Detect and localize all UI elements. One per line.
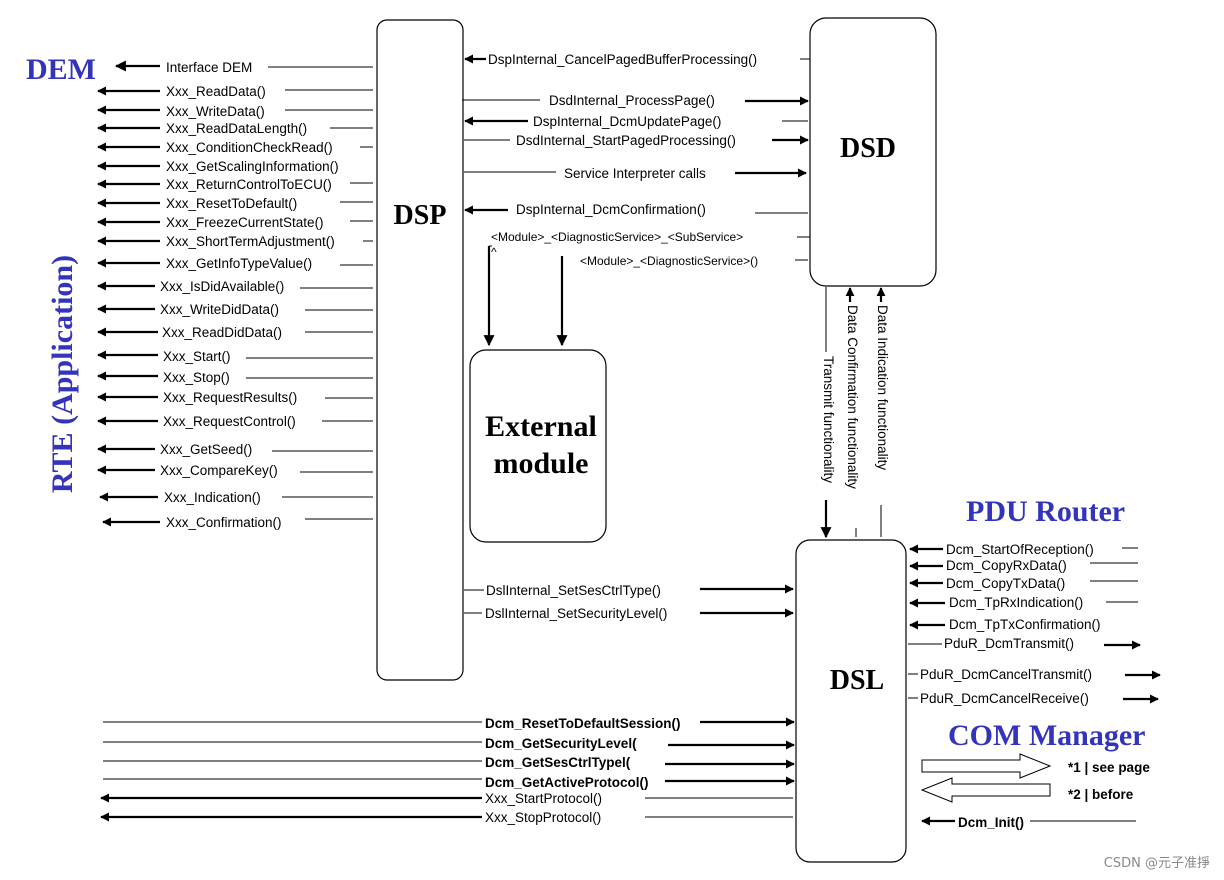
- call-compare-key: Xxx_CompareKey(): [160, 463, 278, 478]
- right-hollow-arrow-icon: [921, 753, 1052, 779]
- dsd-dsl-calls: Transmit functionality Data Confirmation…: [820, 287, 890, 539]
- call-indication: Xxx_Indication(): [164, 490, 261, 505]
- note-see-page: *1 | see page: [1068, 760, 1150, 775]
- dsd-box: [809, 17, 937, 287]
- call-pdur-dcm-cancel-transmit: PduR_DcmCancelTransmit(): [920, 667, 1092, 682]
- call-start-paged-processing: DsdInternal_StartPagedProcessing(): [516, 133, 736, 148]
- call-get-seed: Xxx_GetSeed(): [160, 442, 252, 457]
- call-return-control-to-ecu: Xxx_ReturnControlToECU(): [166, 177, 332, 192]
- call-start-protocol: Xxx_StartProtocol(): [485, 791, 602, 806]
- call-dcm-confirmation: DspInternal_DcmConfirmation(): [516, 202, 706, 217]
- data-indication-functionality: Data Indication functionality: [875, 305, 890, 470]
- external-module-box: [469, 349, 607, 543]
- call-start: Xxx_Start(): [163, 349, 231, 364]
- call-stop: Xxx_Stop(): [163, 370, 230, 385]
- call-copy-rx-data: Dcm_CopyRxData(): [946, 558, 1067, 573]
- call-condition-check-read: Xxx_ConditionCheckRead(): [166, 140, 333, 155]
- call-reset-to-default-session: Dcm_ResetToDefaultSession(): [485, 716, 681, 731]
- external-module-title-line2: module: [493, 447, 588, 480]
- dsl-title: DSL: [830, 665, 884, 696]
- call-confirmation: Xxx_Confirmation(): [166, 515, 282, 530]
- bottom-calls: Dcm_ResetToDefaultSession() Dcm_GetSecur…: [100, 716, 795, 825]
- call-get-active-protocol: Dcm_GetActiveProtocol(): [485, 775, 649, 790]
- call-dcm-update-page: DspInternal_DcmUpdatePage(): [533, 114, 721, 129]
- call-tp-tx-confirmation: Dcm_TpTxConfirmation(): [949, 617, 1101, 632]
- call-read-did-data: Xxx_ReadDidData(): [162, 325, 282, 340]
- com-manager-label: COM Manager: [948, 719, 1145, 752]
- call-write-did-data: Xxx_WriteDidData(): [160, 302, 279, 317]
- call-module-diagnostic-service: <Module>_<DiagnosticService>(): [580, 254, 758, 268]
- call-get-scaling-information: Xxx_GetScalingInformation(): [166, 159, 339, 174]
- call-read-data: Xxx_ReadData(): [166, 84, 266, 99]
- call-set-ses-ctrl-type: DslInternal_SetSesCtrlType(): [486, 583, 661, 598]
- call-request-control: Xxx_RequestControl(): [163, 414, 296, 429]
- dsp-dsd-calls: DspInternal_CancelPagedBufferProcessing(…: [462, 52, 810, 347]
- call-freeze-current-state: Xxx_FreezeCurrentState(): [166, 215, 324, 230]
- call-pdur-dcm-cancel-receive: PduR_DcmCancelReceive(): [920, 691, 1089, 706]
- call-get-ses-ctrl-type: Dcm_GetSesCtrlTypel(: [485, 755, 631, 770]
- call-set-security-level: DslInternal_SetSecurityLevel(): [485, 606, 667, 621]
- call-start-of-reception: Dcm_StartOfReception(): [946, 542, 1094, 557]
- watermark: CSDN @元子准掙: [1104, 856, 1210, 871]
- call-get-info-type-value: Xxx_GetInfoTypeValue(): [166, 256, 312, 271]
- caret-mark: ^: [491, 245, 497, 259]
- data-confirmation-functionality: Data Confirmation functionality: [845, 305, 860, 489]
- call-process-page: DsdInternal_ProcessPage(): [549, 93, 715, 108]
- call-is-did-available: Xxx_IsDidAvailable(): [160, 279, 284, 294]
- left-calls: Interface DEM Xxx_ReadData() Xxx_WriteDa…: [97, 60, 373, 530]
- note-before: *2 | before: [1068, 787, 1134, 802]
- service-interpreter-calls: Service Interpreter calls: [564, 166, 706, 181]
- transmit-functionality: Transmit functionality: [821, 356, 836, 483]
- call-dcm-init: Dcm_Init(): [958, 815, 1024, 830]
- call-request-results: Xxx_RequestResults(): [163, 390, 297, 405]
- call-tp-rx-indication: Dcm_TpRxIndication(): [949, 595, 1083, 610]
- dsp-dsl-calls: DslInternal_SetSesCtrlType() DslInternal…: [464, 583, 794, 621]
- dem-label: DEM: [26, 53, 96, 86]
- call-reset-to-default: Xxx_ResetToDefault(): [166, 196, 297, 211]
- pdu-router-label: PDU Router: [966, 495, 1125, 528]
- pdu-router-calls: Dcm_StartOfReception() Dcm_CopyRxData() …: [908, 542, 1161, 706]
- call-write-data: Xxx_WriteData(): [166, 104, 265, 119]
- rte-label: RTE (Application): [46, 255, 79, 493]
- external-module-title-line1: External: [485, 410, 597, 443]
- interface-dem-label: Interface DEM: [166, 60, 252, 75]
- call-module-diagnostic-subservice: <Module>_<DiagnosticService>_<SubService…: [491, 230, 743, 244]
- call-cancel-paged-buffer-processing: DspInternal_CancelPagedBufferProcessing(…: [488, 52, 757, 67]
- call-stop-protocol: Xxx_StopProtocol(): [485, 810, 601, 825]
- dsp-box: [376, 19, 464, 681]
- call-read-data-length: Xxx_ReadDataLength(): [166, 121, 307, 136]
- dsp-title: DSP: [394, 200, 447, 231]
- call-short-term-adjustment: Xxx_ShortTermAdjustment(): [166, 234, 335, 249]
- call-get-security-level: Dcm_GetSecurityLevel(: [485, 736, 637, 751]
- call-pdur-dcm-transmit: PduR_DcmTransmit(): [944, 636, 1074, 651]
- dsl-box: [795, 539, 907, 863]
- dsd-title: DSD: [840, 133, 896, 164]
- com-manager-notes: *1 | see page *2 | before Dcm_Init(): [920, 753, 1150, 830]
- call-copy-tx-data: Dcm_CopyTxData(): [946, 576, 1065, 591]
- left-hollow-arrow-icon: [920, 777, 1051, 803]
